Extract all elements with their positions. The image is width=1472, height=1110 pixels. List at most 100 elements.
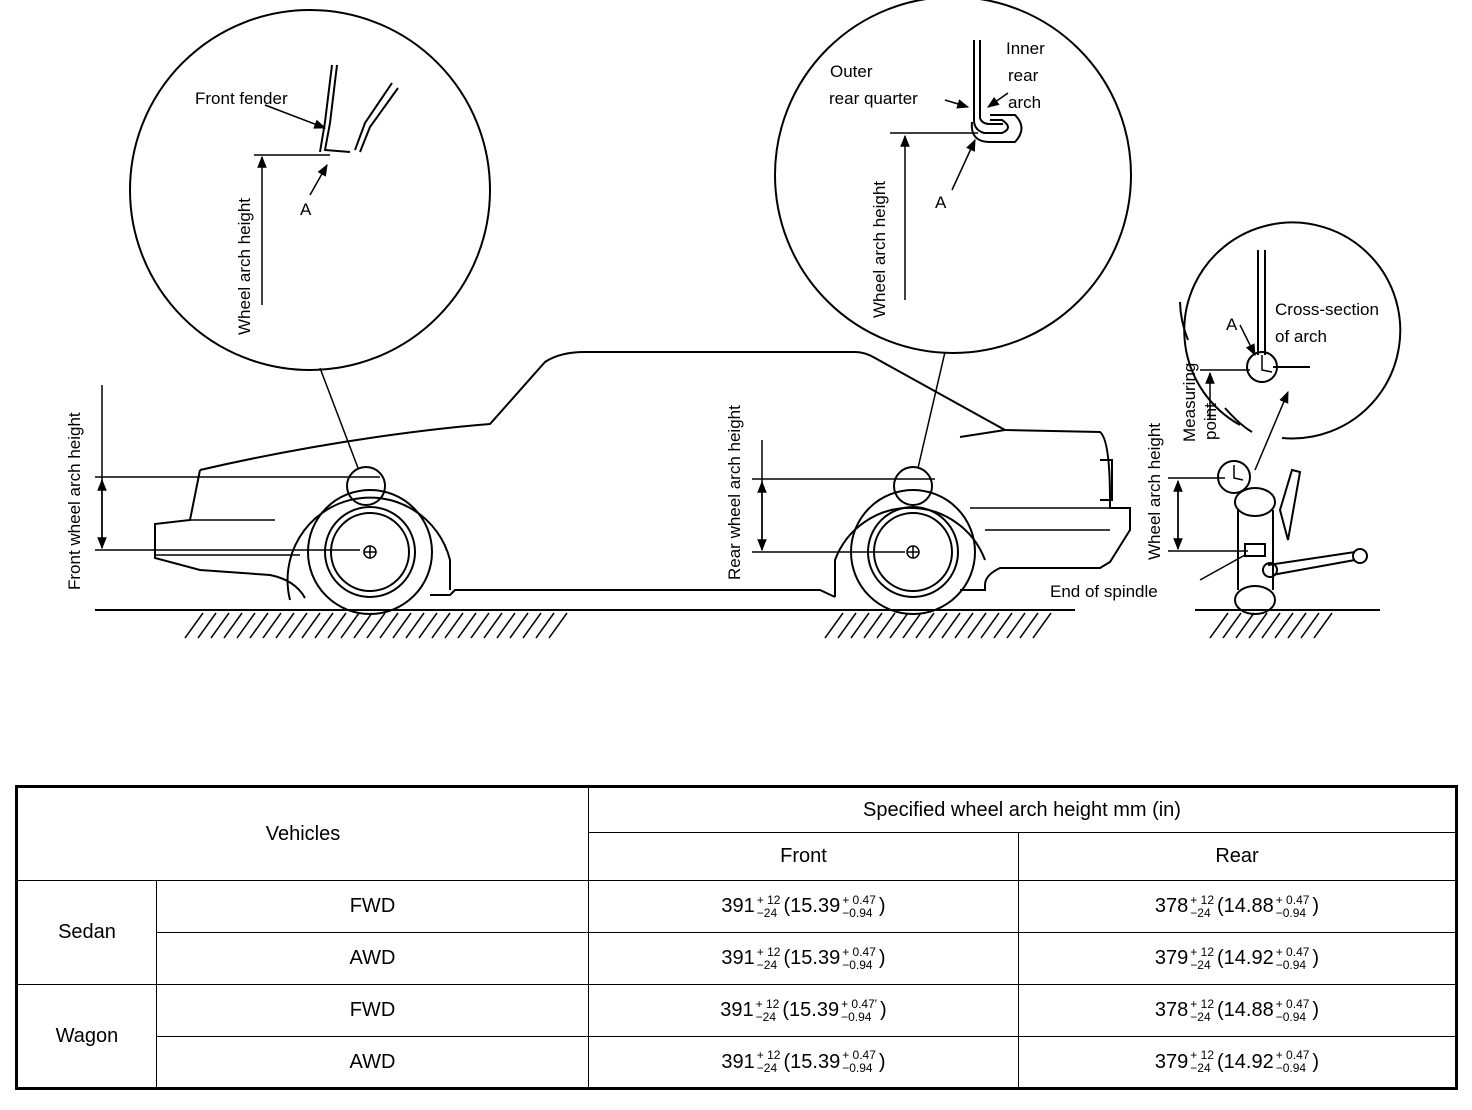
tolerance-minus: −24 bbox=[755, 1009, 777, 1024]
value-mm: 379 bbox=[1154, 947, 1189, 969]
tolerance-plus: + 12 bbox=[1190, 944, 1214, 959]
tolerance: + 0.47−0.94 bbox=[842, 892, 876, 920]
ground-hatch bbox=[548, 612, 568, 639]
ground-hatch bbox=[249, 612, 269, 639]
inner-rear-arch-label-3: arch bbox=[1008, 93, 1041, 112]
drive-cell: AWD bbox=[156, 1036, 589, 1089]
tolerance: + 12−24 bbox=[1190, 944, 1214, 972]
value-in: (14.88 bbox=[1217, 895, 1274, 917]
tolerance-minus: −0.94 bbox=[842, 957, 873, 972]
close-paren: ) bbox=[1312, 999, 1320, 1021]
car-body bbox=[154, 351, 1131, 599]
ground-hatch bbox=[902, 612, 922, 639]
tolerance-plus: + 0.47 bbox=[1275, 996, 1310, 1011]
ground-hatch bbox=[941, 612, 961, 639]
value-mm: 379 bbox=[1154, 1050, 1189, 1073]
tolerance-minus: −0.94 bbox=[1275, 957, 1307, 972]
wheel-arch-height-side-label: Wheel arch height bbox=[1145, 423, 1164, 560]
ground-hatch bbox=[366, 612, 386, 639]
tolerance: + 0.47−0.94 bbox=[1276, 893, 1310, 920]
tolerance: + 0.47−0.94 bbox=[842, 944, 876, 972]
ground-hatch bbox=[1019, 612, 1039, 639]
ground-hatch bbox=[850, 612, 870, 639]
ground-hatch bbox=[1261, 612, 1281, 639]
close-paren: ) bbox=[1312, 895, 1320, 917]
ground-hatch bbox=[1006, 612, 1026, 639]
ground-hatch bbox=[889, 612, 909, 639]
tolerance-minus: −24 bbox=[756, 905, 778, 920]
close-paren: ) bbox=[1312, 1050, 1320, 1073]
tolerance-plus: + 0.47 bbox=[842, 944, 876, 959]
tolerance: + 0.47′−0.94 bbox=[841, 997, 877, 1024]
front-value: 391+ 12−24(15.39+ 0.47−0.94) bbox=[588, 880, 1019, 933]
point-a-rear: A bbox=[935, 193, 947, 212]
tolerance: + 12−24 bbox=[757, 1049, 781, 1075]
cross-section-label-2: of arch bbox=[1275, 327, 1327, 346]
vehicles-header: Vehicles bbox=[16, 786, 589, 881]
ground-hatch bbox=[223, 612, 243, 639]
inner-rear-arch-label-2: rear bbox=[1008, 66, 1039, 85]
ground-hatch bbox=[1300, 612, 1320, 639]
drive-cell: FWD bbox=[156, 984, 589, 1037]
ground-hatch bbox=[197, 612, 217, 639]
ground-hatch bbox=[483, 612, 503, 639]
tolerance-plus: + 0.47 bbox=[842, 892, 876, 907]
ground-hatch bbox=[184, 612, 204, 639]
ground-hatch bbox=[340, 612, 360, 639]
ground-hatch bbox=[236, 612, 256, 639]
ground-hatch bbox=[1209, 612, 1229, 639]
ground-hatch bbox=[379, 612, 399, 639]
tolerance: + 0.47−0.94 bbox=[1276, 1049, 1310, 1075]
ground-hatch bbox=[418, 612, 438, 639]
ground-hatch bbox=[431, 612, 451, 639]
drive-cell: FWD bbox=[156, 880, 589, 933]
point-a-front: A bbox=[300, 200, 312, 219]
tolerance-minus: −24 bbox=[1190, 1009, 1211, 1024]
body-sedan: Sedan bbox=[16, 880, 157, 985]
rear-wheel-arch-height-label: Rear wheel arch height bbox=[725, 405, 744, 580]
tolerance: + 0.47−0.94 bbox=[1275, 996, 1310, 1024]
tolerance: + 12−24 bbox=[1190, 893, 1214, 920]
tolerance: + 12−24 bbox=[756, 944, 781, 972]
ground-hatch bbox=[837, 612, 857, 639]
value-mm: 378 bbox=[1154, 895, 1189, 917]
front-height-dimension bbox=[95, 385, 380, 551]
body-wagon: Wagon bbox=[16, 984, 157, 1089]
ground-hatch bbox=[301, 612, 321, 639]
value-in: (14.88 bbox=[1217, 999, 1274, 1021]
value-mm: 391 bbox=[721, 895, 755, 917]
front-fender-label: Front fender bbox=[195, 89, 288, 108]
ground-hatch bbox=[863, 612, 883, 639]
tolerance: + 12−24 bbox=[1190, 996, 1214, 1024]
tolerance: + 0.47−0.94 bbox=[1275, 945, 1310, 972]
ground-hatch bbox=[954, 612, 974, 639]
ground-hatch bbox=[928, 612, 948, 639]
tolerance: + 12−24 bbox=[756, 892, 781, 920]
spec-header: Specified wheel arch height mm (in) bbox=[587, 786, 1458, 833]
tolerance-plus: + 12 bbox=[756, 944, 781, 959]
front-value: 391+ 12−24(15.39+ 0.47′−0.94) bbox=[588, 984, 1019, 1037]
tolerance-plus: + 12 bbox=[1190, 996, 1214, 1011]
tolerance-minus: −24 bbox=[1190, 1061, 1211, 1075]
ground-hatch bbox=[470, 612, 490, 639]
rear-header: Rear bbox=[1017, 832, 1458, 881]
rear-detail-circle bbox=[774, 0, 1132, 469]
value-mm: 391 bbox=[721, 947, 755, 969]
drive-cell: AWD bbox=[156, 932, 589, 985]
tolerance-minus: −0.94 bbox=[1275, 1009, 1307, 1024]
tolerance-plus: + 12 bbox=[756, 892, 781, 907]
rear-value: 379+ 12−24(14.92+ 0.47−0.94) bbox=[1017, 1036, 1458, 1089]
ground-hatch bbox=[1222, 612, 1242, 639]
end-of-spindle-label: End of spindle bbox=[1050, 582, 1158, 601]
ground-hatch bbox=[535, 612, 555, 639]
outer-rear-quarter-label-1: Outer bbox=[830, 62, 873, 81]
tolerance-plus: + 0.47 bbox=[842, 1048, 876, 1062]
ground-hatch bbox=[262, 612, 282, 639]
rear-value: 379+ 12−24(14.92+ 0.47−0.94) bbox=[1017, 932, 1458, 985]
front-detail-circle bbox=[129, 9, 491, 469]
inner-rear-arch-label-1: Inner bbox=[1006, 39, 1045, 58]
close-paren: ) bbox=[880, 999, 887, 1021]
value-in: (15.39 bbox=[783, 895, 841, 917]
ground-hatch bbox=[876, 612, 896, 639]
ground-hatch bbox=[1235, 612, 1255, 639]
